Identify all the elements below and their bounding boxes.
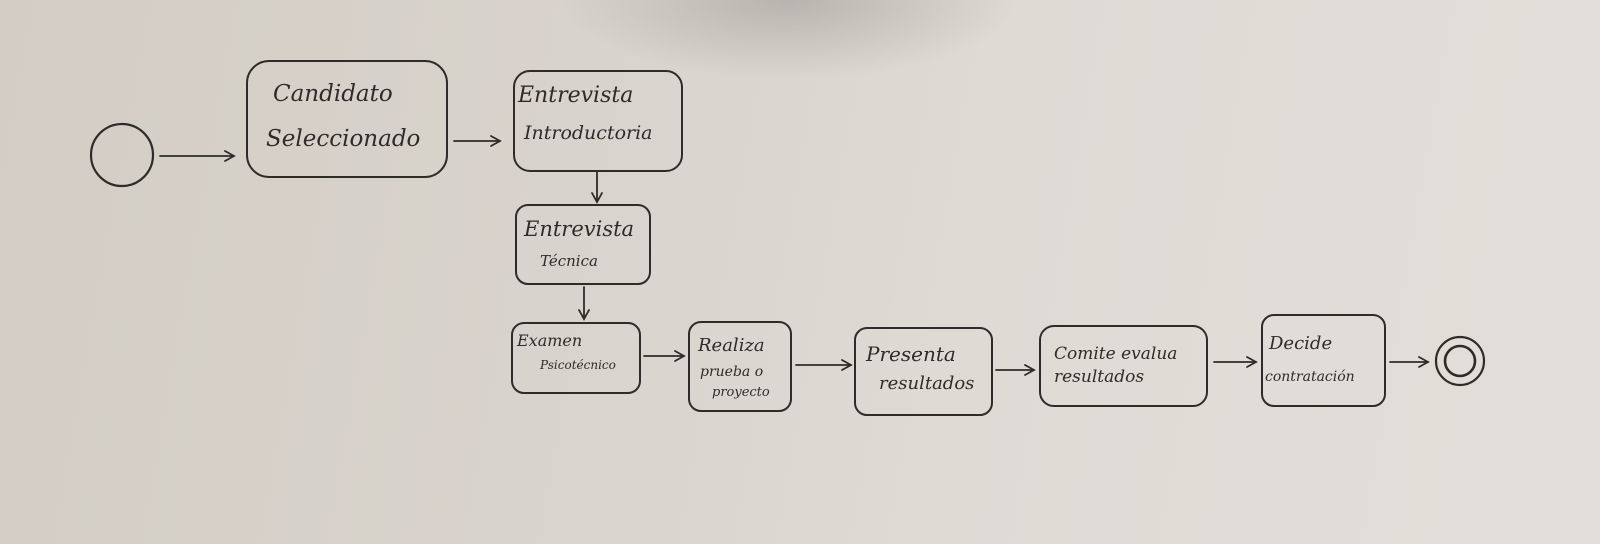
start-node [89,122,155,188]
paper-shadow [560,0,1020,80]
box-decide [1261,314,1386,407]
candidato-label-line2: Seleccionado [266,126,420,152]
decide-label-line1: Decide [1268,333,1332,354]
decide-label-line2: contratación [1265,369,1355,385]
comite-label-line2: resultados [1054,367,1144,387]
entrevista-intro-label-line1: Entrevista [517,83,633,108]
entrevista-tecnica-label-line1: Entrevista [523,217,634,241]
presenta-label-line1: Presenta [865,342,956,366]
box-presenta [854,327,993,416]
realiza-label-line1: Realiza [697,335,765,356]
presenta-label-line2: resultados [879,373,974,394]
box-entrevista-intro [513,70,683,172]
examen-label-line2: Psicotécnico [539,358,616,372]
realiza-label-line2: prueba o [700,364,763,380]
box-entrevista-tecnica [515,204,651,285]
end-node [1434,335,1486,387]
entrevista-tecnica-label-line2: Técnica [540,252,598,270]
entrevista-intro-label-line2: Introductoria [523,122,653,144]
comite-label-line1: Comite evalua [1054,344,1177,364]
examen-label-line1: Examen [516,331,582,350]
box-examen [511,322,641,394]
box-realiza [688,321,792,412]
box-comite [1039,325,1208,407]
candidato-label-line1: Candidato [273,81,393,107]
realiza-label-line3: proyecto [712,385,770,400]
box-candidato [246,60,448,178]
